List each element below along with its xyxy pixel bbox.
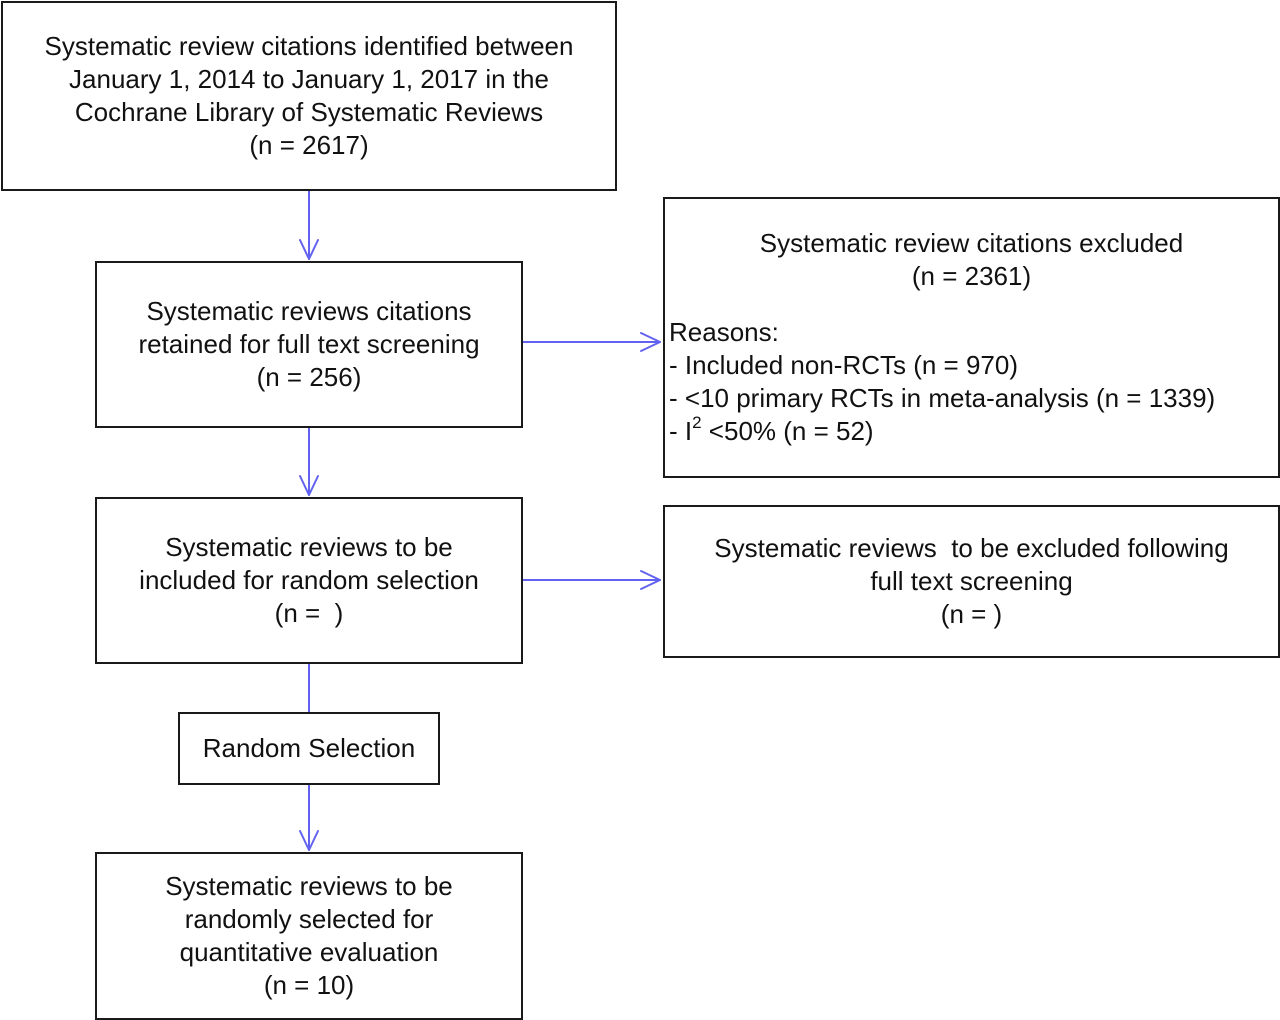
random-selection-label: Random Selection <box>202 733 416 763</box>
box-included-for-random-selection: Systematic reviews to be included for ra… <box>95 497 523 664</box>
included-line-2: included for random selection <box>139 565 479 595</box>
reason-prefix: - I <box>669 416 693 446</box>
excluded-fulltext-line-2: full text screening <box>870 566 1073 596</box>
included-count: (n = ) <box>274 598 344 628</box>
identified-line-2: January 1, 2014 to January 1, 2017 in th… <box>69 64 549 94</box>
included-line-1: Systematic reviews to be <box>165 532 453 562</box>
excluded-reason-non-rcts: - Included non-RCTs (n = 970) <box>669 350 1019 380</box>
selected-count: (n = 10) <box>263 970 355 1000</box>
box-citations-retained: Systematic reviews citations retained fo… <box>95 261 523 428</box>
box-random-selection: Random Selection <box>178 712 440 785</box>
excluded-fulltext-count: (n = ) <box>940 599 1003 629</box>
excluded-reason-few-rcts: - <10 primary RCTs in meta-analysis (n =… <box>669 383 1216 413</box>
retained-line-2: retained for full text screening <box>138 329 480 359</box>
reason-suffix: <50% (n = 52) <box>701 416 874 446</box>
box-citations-excluded: Systematic review citations excluded (n … <box>663 197 1280 478</box>
arrowhead-identified-to-retained <box>299 239 319 260</box>
arrowhead-included-to-excluded-fulltext <box>640 570 661 590</box>
retained-line-1: Systematic reviews citations <box>146 296 472 326</box>
identified-count: (n = 2617) <box>249 130 369 160</box>
excluded-reasons-label: Reasons: <box>669 317 779 347</box>
selected-line-1: Systematic reviews to be <box>165 871 453 901</box>
excluded-spacer <box>665 293 1278 316</box>
box-randomly-selected: Systematic reviews to be randomly select… <box>95 852 523 1020</box>
arrowhead-random-selection-to-selected <box>299 830 319 851</box>
excluded-fulltext-line-1: Systematic reviews to be excluded follow… <box>714 533 1229 563</box>
selected-line-3: quantitative evaluation <box>179 937 439 967</box>
excluded-count: (n = 2361) <box>911 261 1032 291</box>
box-excluded-after-full-text: Systematic reviews to be excluded follow… <box>663 505 1280 658</box>
arrowhead-retained-to-excluded <box>640 332 661 352</box>
identified-line-3: Cochrane Library of Systematic Reviews <box>74 97 544 127</box>
reason-superscript: 2 <box>692 413 702 432</box>
selected-line-2: randomly selected for <box>184 904 434 934</box>
box-citations-identified: Systematic review citations identified b… <box>1 1 617 191</box>
excluded-title: Systematic review citations excluded <box>759 228 1184 258</box>
excluded-reason-heterogeneity: - I2 <50% (n = 52) <box>665 413 1278 448</box>
retained-count: (n = 256) <box>256 362 362 392</box>
identified-line-1: Systematic review citations identified b… <box>44 31 574 61</box>
arrowhead-retained-to-included <box>299 475 319 496</box>
